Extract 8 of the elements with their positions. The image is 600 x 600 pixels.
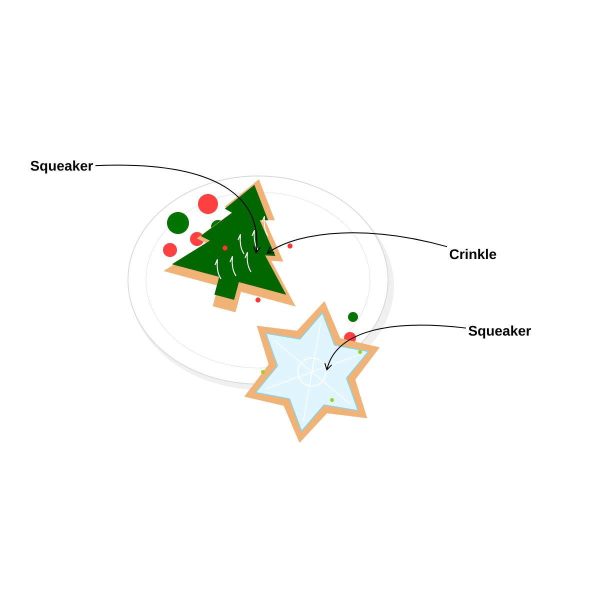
callout-label: Squeaker bbox=[30, 160, 94, 174]
leader-line bbox=[94, 164, 261, 254]
snowflake-cookie-drawing bbox=[244, 301, 380, 443]
leader-line bbox=[266, 232, 448, 254]
callout-label: Crinkle bbox=[450, 248, 496, 260]
leader-line bbox=[324, 324, 466, 371]
callout-label: Squeaker bbox=[468, 325, 532, 339]
tree-cookie-drawing bbox=[164, 179, 296, 312]
